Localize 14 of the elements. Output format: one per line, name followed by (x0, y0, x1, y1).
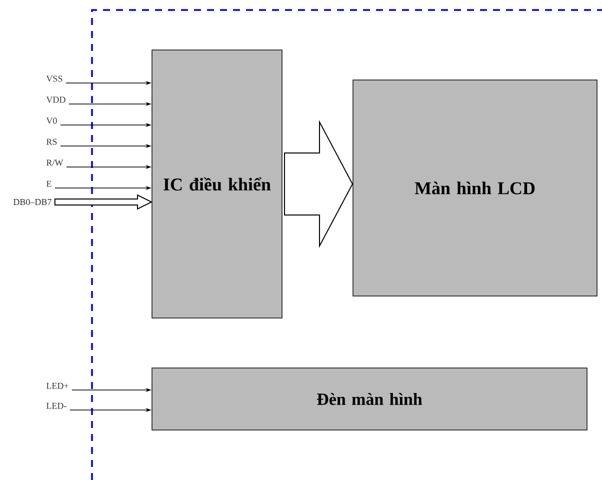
pin-label: VDD (46, 96, 66, 103)
pin-label: DB0–DB7 (13, 198, 52, 206)
hollow-arrow (284, 120, 354, 248)
pin-label: RS (46, 138, 57, 145)
hollow-arrow (54, 194, 153, 210)
block-box: Màn hình LCD (352, 80, 598, 296)
pin-label: VSS (46, 76, 62, 82)
pin-label: LED+ (46, 382, 68, 389)
pin-label: E (46, 180, 52, 187)
pin-label: LED- (46, 402, 66, 409)
pin-label: V0 (46, 118, 57, 124)
pin-label: R/W (46, 160, 64, 166)
block-box: IC điều khiển (152, 50, 282, 318)
block-box: Đèn màn hình (152, 368, 588, 430)
